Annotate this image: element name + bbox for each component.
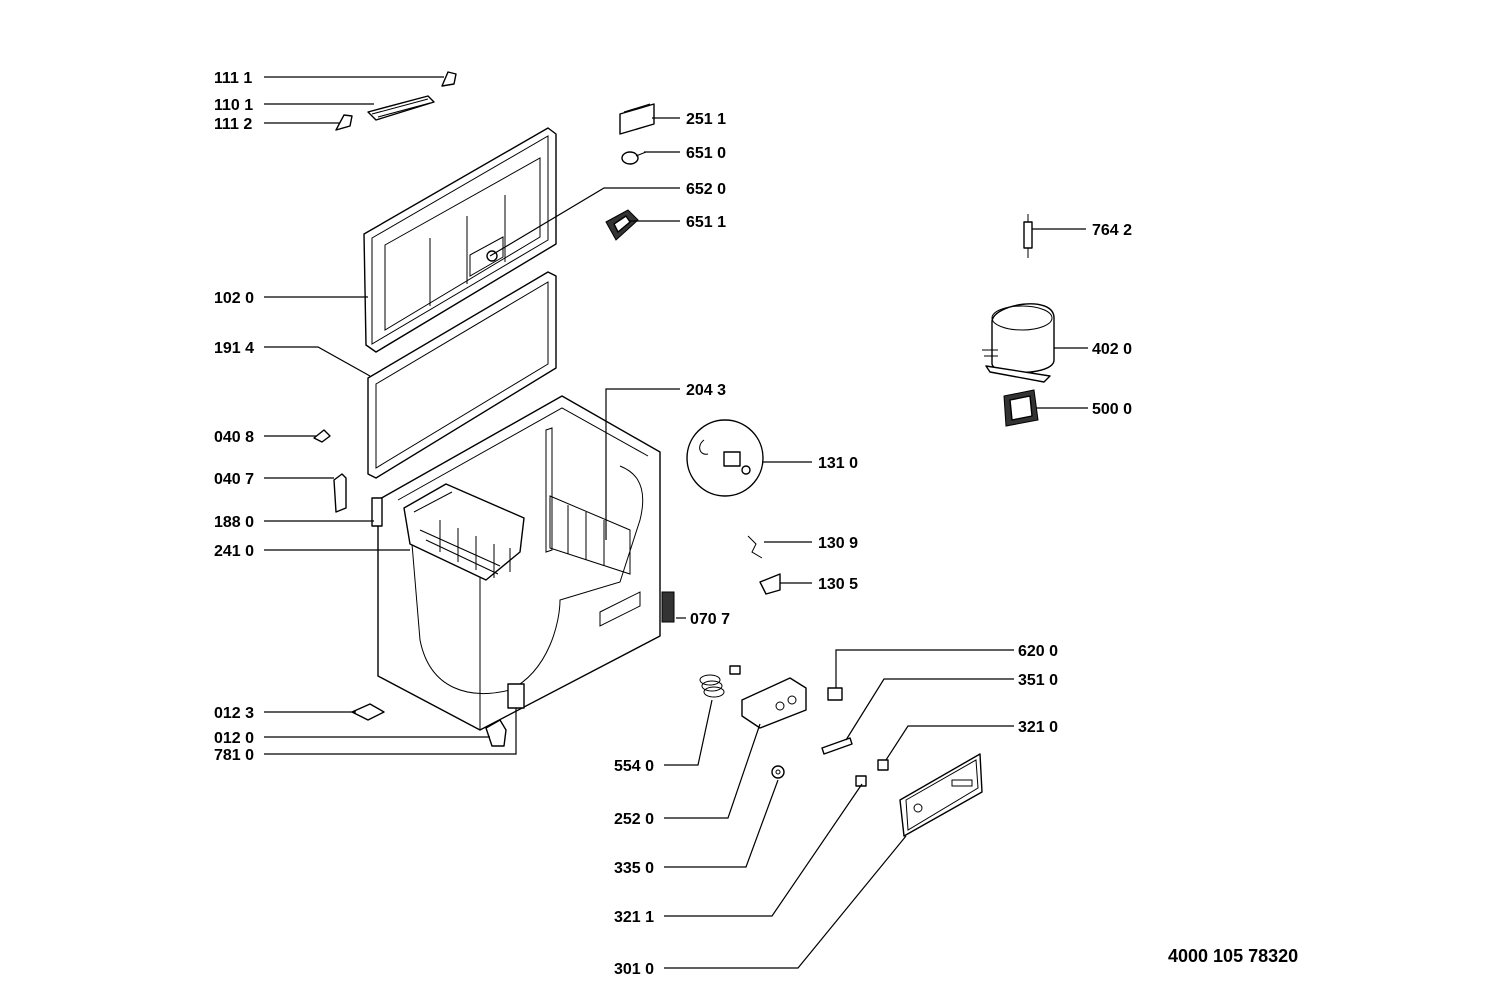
small-clip-0408	[313, 429, 331, 443]
label-1880: 188 0	[214, 514, 254, 531]
label-6520: 652 0	[686, 181, 726, 198]
label-0123: 012 3	[214, 705, 254, 722]
label-0707: 070 7	[690, 611, 730, 628]
label-3350: 335 0	[614, 860, 654, 877]
part-labels: 111 1 110 1 111 2 102 0 191 4 040 8 040 …	[214, 70, 1298, 978]
label-0120: 012 0	[214, 730, 254, 747]
handle-end-cap-left	[335, 114, 353, 131]
label-1914: 191 4	[214, 340, 254, 357]
thermostat-detail	[686, 419, 764, 497]
thermostat-clip-1305	[759, 573, 781, 595]
lid-handle	[367, 95, 435, 121]
label-6511: 651 1	[686, 214, 726, 231]
knob	[771, 765, 785, 779]
label-0408: 040 8	[214, 429, 254, 446]
bracket-7810	[507, 683, 525, 709]
foot-bracket-0123	[351, 703, 385, 721]
leader-lines	[264, 76, 1088, 969]
spring	[699, 665, 741, 698]
sensor-3510	[821, 737, 853, 755]
label-3010: 301 0	[614, 961, 654, 978]
relay	[1003, 389, 1039, 427]
label-3210: 321 0	[1018, 719, 1058, 736]
cabinet	[377, 395, 675, 731]
light-3210	[877, 759, 889, 771]
label-6510: 651 0	[686, 145, 726, 162]
document-number: 4000 105 78320	[1168, 946, 1298, 966]
label-7810: 781 0	[214, 747, 254, 764]
label-1111: 111 1	[214, 70, 252, 87]
label-2520: 252 0	[614, 811, 654, 828]
label-1112: 111 2	[214, 116, 252, 133]
label-2511: 251 1	[686, 111, 726, 128]
label-5000: 500 0	[1092, 401, 1132, 418]
label-5540: 554 0	[614, 758, 654, 775]
control-housing	[741, 677, 807, 729]
label-1305: 130 5	[818, 576, 858, 593]
label-2410: 241 0	[214, 543, 254, 560]
label-3510: 351 0	[1018, 672, 1058, 689]
foot-0120	[485, 719, 507, 747]
lamp	[621, 151, 647, 165]
light-cover	[619, 103, 655, 135]
label-6200: 620 0	[1018, 643, 1058, 660]
label-4020: 402 0	[1092, 341, 1132, 358]
clip-1309	[747, 535, 763, 559]
lid-gasket	[367, 271, 557, 479]
label-1101: 110 1	[214, 97, 253, 114]
compressor	[982, 303, 1055, 383]
clip-0407	[333, 473, 347, 513]
filter-drier	[1023, 214, 1033, 258]
indicator-6200	[827, 687, 843, 701]
control-panel	[899, 753, 983, 837]
label-7642: 764 2	[1092, 222, 1132, 239]
hinge-1880	[371, 497, 383, 527]
handle-end-cap-right	[441, 71, 457, 87]
lamp-holder	[605, 209, 639, 241]
label-1020: 102 0	[214, 290, 254, 307]
label-1310: 131 0	[818, 455, 858, 472]
label-0407: 040 7	[214, 471, 254, 488]
label-2043: 204 3	[686, 382, 726, 399]
label-3211: 321 1	[614, 909, 654, 926]
wire-basket	[403, 483, 525, 581]
label-1309: 130 9	[818, 535, 858, 552]
